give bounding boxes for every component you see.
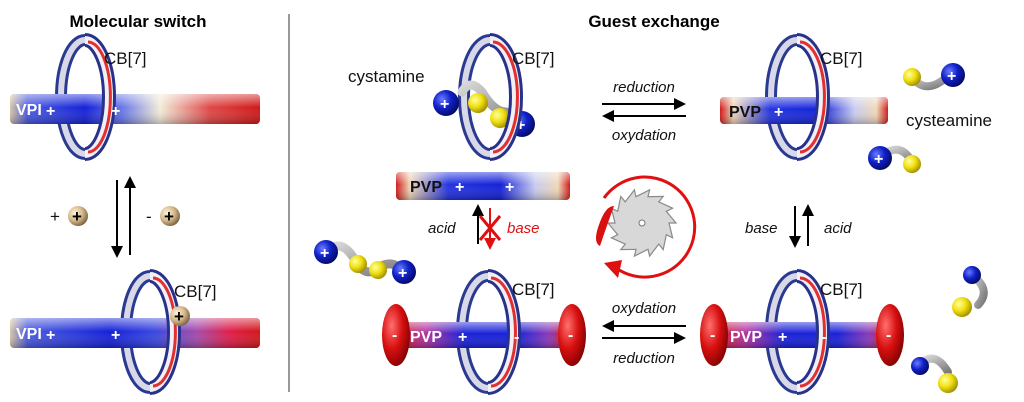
acid-label: acid <box>824 220 852 237</box>
charge-plus: + <box>398 265 407 282</box>
thiolate-fragment <box>911 354 958 393</box>
cb7-label: CB[7] <box>104 49 147 68</box>
cb7-label: CB[7] <box>512 49 555 68</box>
cb7-pvp-capped-left: - - PVP + - <box>382 269 586 395</box>
cb7-label: CB[7] <box>820 280 863 299</box>
remove-cation-sign: - <box>146 207 152 226</box>
cb7-cystamine-complex: + + <box>433 33 535 161</box>
base-label: base <box>745 220 778 237</box>
pvp-label: PVP <box>410 329 442 346</box>
cb7-pvp-complex-top: PVP + <box>720 33 888 161</box>
cystamine-molecule-free: + + <box>314 240 416 284</box>
charge-plus: + <box>440 96 449 113</box>
cation-charge: + <box>72 207 82 226</box>
charge-plus: + <box>774 104 783 121</box>
cation-charge: + <box>174 307 184 326</box>
blocked-cross-icon <box>478 215 502 241</box>
right-panel-title: Guest exchange <box>588 12 719 31</box>
equilibrium-arrows-left <box>111 176 136 258</box>
charge-plus: + <box>778 329 787 346</box>
charge-plus: + <box>455 179 464 196</box>
charge-plus: + <box>874 151 883 168</box>
charge-plus: + <box>947 68 956 85</box>
charge-plus: + <box>111 103 120 120</box>
cb7-label: CB[7] <box>174 282 217 301</box>
base-label-blocked: base <box>507 220 540 237</box>
charge-minus: - <box>710 327 715 344</box>
cystamine-label: cystamine <box>348 67 425 86</box>
cysteamine-label: cysteamine <box>906 111 992 130</box>
charge-plus: + <box>46 327 55 344</box>
axle-shine <box>10 94 260 124</box>
charge-plus: + <box>516 117 525 134</box>
ring-front-red <box>87 40 112 154</box>
cation-charge: + <box>164 207 174 226</box>
charge-minus: - <box>886 327 891 344</box>
bound-cation-ball <box>170 306 190 326</box>
pvp-label: PVP <box>410 179 442 196</box>
charge-plus: + <box>458 329 467 346</box>
stopper-left <box>700 304 728 366</box>
stopper-right <box>558 304 586 366</box>
thiolate-fragment <box>952 266 988 317</box>
pawl <box>596 206 614 246</box>
cb7-pvp-capped-right: - - PVP + - <box>700 269 904 395</box>
pvp-label: PVP <box>729 104 761 121</box>
cb7-label: CB[7] <box>512 280 555 299</box>
stopper-right <box>876 304 904 366</box>
charge-minus: - <box>514 329 519 346</box>
cb7-complex-top-left: VPI + + <box>10 33 260 161</box>
charge-minus: - <box>568 327 573 344</box>
cation-ball <box>160 206 180 226</box>
charge-plus: + <box>111 327 120 344</box>
acid-base-arrows-right <box>789 204 814 248</box>
oxydation-label: oxydation <box>612 127 676 144</box>
cysteamine-molecule: + <box>903 63 965 91</box>
cation-ball <box>68 206 88 226</box>
oxydation-label: oxydation <box>612 300 676 317</box>
charge-plus: + <box>46 103 55 120</box>
cysteamine-molecule: + <box>868 145 921 173</box>
charge-minus: - <box>392 327 397 344</box>
free-pvp-axle: PVP + + <box>396 172 570 200</box>
vpi-label: VPI <box>16 326 42 343</box>
redox-arrows-top <box>602 98 686 122</box>
pvp-label: PVP <box>730 329 762 346</box>
sulfur-yellow-ball <box>468 93 488 113</box>
charge-plus: + <box>505 179 514 196</box>
ratchet-gear-icon <box>596 175 697 279</box>
left-panel-title: Molecular switch <box>70 12 207 31</box>
cb7-complex-bottom-left: + VPI + + <box>10 269 260 395</box>
reduction-label: reduction <box>613 79 675 96</box>
cb7-label: CB[7] <box>820 49 863 68</box>
acid-label: acid <box>428 220 456 237</box>
sulfur-yellow-ball <box>490 108 510 128</box>
amine-blue-ball <box>433 90 459 116</box>
charge-plus: + <box>320 245 329 262</box>
charge-minus: - <box>822 329 827 346</box>
acid-base-arrow-left <box>472 204 502 250</box>
vpi-label: VPI <box>16 102 42 119</box>
redox-arrows-bottom <box>602 320 686 344</box>
stopper-left <box>382 304 410 366</box>
add-cation-sign: + <box>50 207 60 226</box>
reduction-label: reduction <box>613 350 675 367</box>
